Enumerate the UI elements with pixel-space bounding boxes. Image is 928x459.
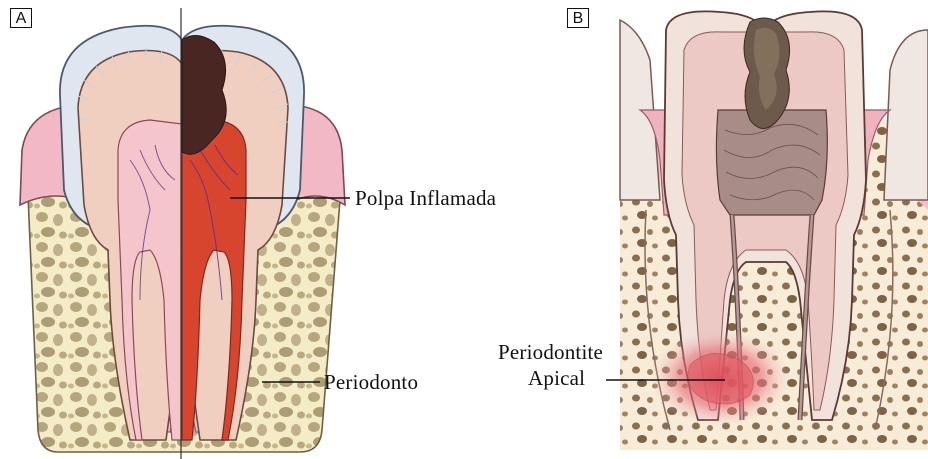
- label-periodontite-apical-line2: Apical: [528, 366, 585, 391]
- panel-label-b: B: [567, 8, 589, 28]
- panel-label-a: A: [10, 8, 32, 28]
- label-periodonto: Periodonto: [324, 370, 418, 395]
- label-polpa-inflamada: Polpa Inflamada: [355, 186, 496, 211]
- periodontite-leader-line: [600, 370, 730, 390]
- panel-b-tooth-illustration: [600, 0, 928, 459]
- label-periodontite-apical-line1: Periodontite: [498, 340, 603, 365]
